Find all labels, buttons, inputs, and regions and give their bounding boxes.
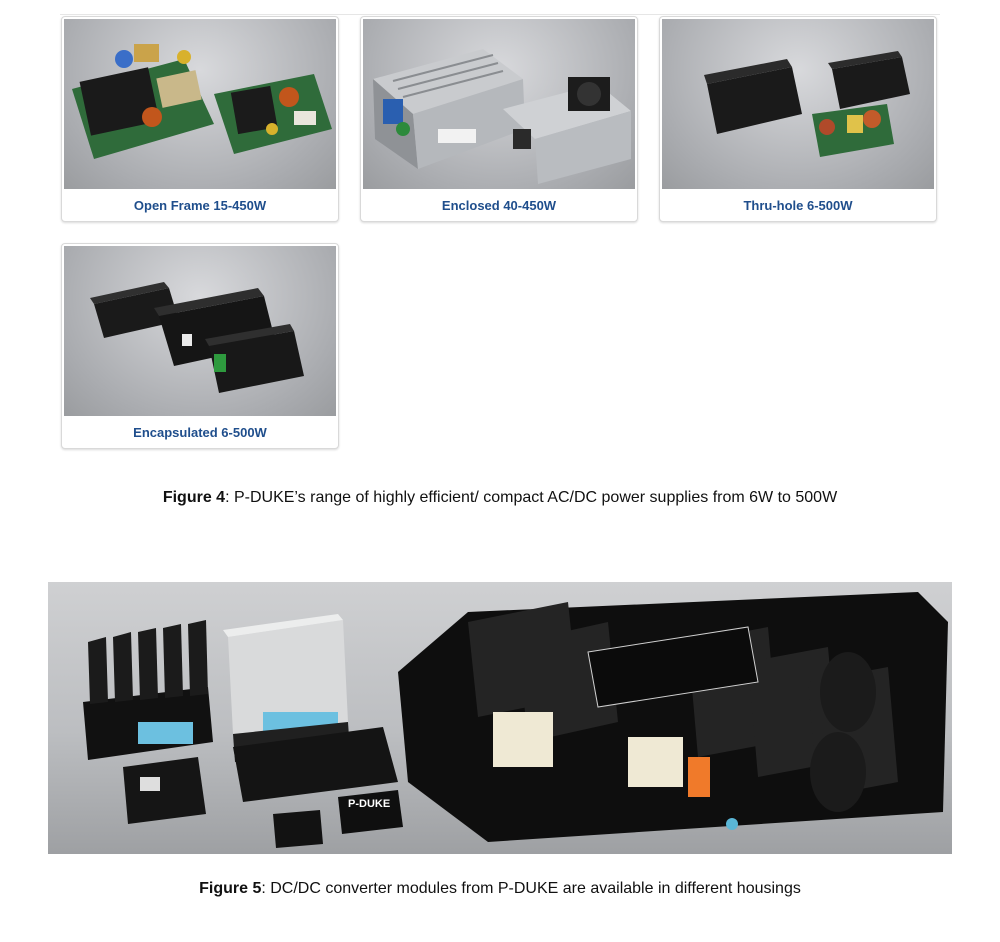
figure-4-caption: Figure 4: P-DUKE’s range of highly effic… [0, 489, 1000, 507]
dcdc-converters-photo: P-DUKE [48, 582, 952, 854]
card-caption: Open Frame 15-450W [133, 198, 267, 213]
figure-5-caption: Figure 5: DC/DC converter modules from P… [0, 880, 1000, 898]
product-card-open-frame[interactable]: Open Frame 15-450W [61, 16, 339, 222]
card-caption: Thru-hole 6-500W [743, 198, 853, 213]
card-caption: Encapsulated 6-500W [133, 425, 267, 440]
card-caption: Enclosed 40-450W [441, 198, 557, 213]
enclosed-photo [363, 19, 635, 189]
open-frame-photo [64, 19, 336, 189]
thru-hole-photo [662, 19, 934, 189]
figure-5-text: : DC/DC converter modules from P-DUKE ar… [261, 880, 801, 897]
encapsulated-photo [64, 246, 336, 416]
top-divider [60, 14, 940, 15]
figure-5-label: Figure 5 [199, 880, 262, 897]
product-card-encapsulated[interactable]: Encapsulated 6-500W [61, 243, 339, 449]
figure-4-text: : P-DUKE’s range of highly efficient/ co… [225, 489, 838, 506]
product-card-enclosed[interactable]: Enclosed 40-450W [360, 16, 638, 222]
brand-mark-pduke: P-DUKE [348, 798, 390, 810]
product-card-thru-hole[interactable]: Thru-hole 6-500W [659, 16, 937, 222]
figure-4-label: Figure 4 [162, 489, 226, 506]
